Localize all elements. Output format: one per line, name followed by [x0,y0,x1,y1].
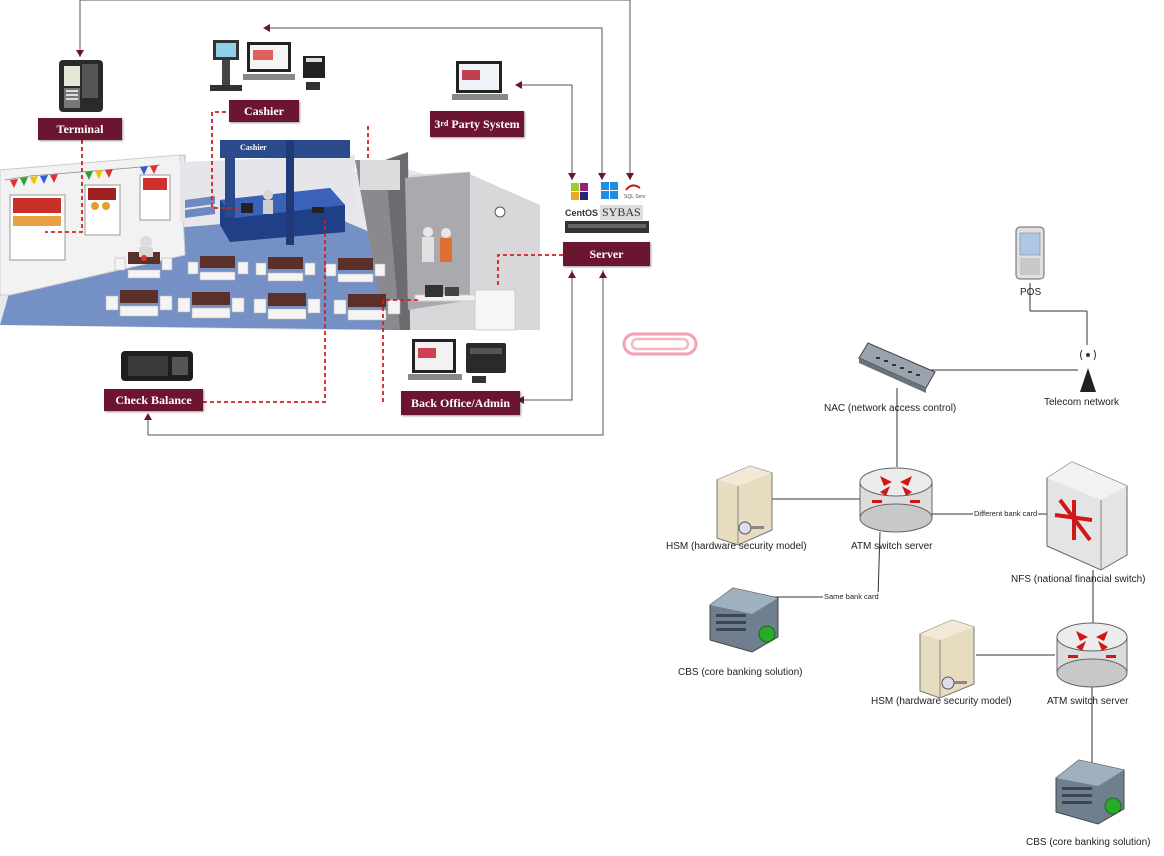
sqlserver-logo-text: SQL Serv [624,194,646,200]
third-party-text: Party System [451,116,520,131]
centos-logo-text: CentOS [565,208,599,218]
hsm-label-2: HSM (hardware security model) [871,696,1012,707]
third-party-number: 3 [434,116,441,131]
pos-device-icon [1015,226,1045,280]
back-office-admin-label: Back Office/Admin [401,391,520,415]
nfs-switch-icon [1046,461,1128,571]
sybase-logo-text: SYBAS [600,205,643,220]
atm-switch-router-icon [859,467,933,533]
cbs-server-icon [709,587,779,653]
check-balance-device-icon [121,351,193,381]
third-party-laptop-icon [452,61,508,100]
nac-label: NAC (network access control) [824,403,957,414]
atm-switch-router-icon-2 [1056,622,1128,688]
sqlserver-logo-icon [625,184,641,191]
pos-label: POS [1020,287,1042,298]
check-balance-label: Check Balance [104,389,203,411]
hsm-server-icon-2 [919,619,975,699]
terminal-label: Terminal [38,118,122,140]
hsm-server-icon [716,465,773,546]
windows-logo-icon [601,182,618,199]
cbs-label-2: CBS (core banking solution) [1026,837,1151,848]
paperclip-icon [622,332,698,356]
nfs-label: NFS (national financial switch) [1011,574,1146,585]
telecom-network-label: Telecom network [1044,397,1120,408]
cashier-pos-station-icon [210,40,325,91]
back-office-computer-icon [408,339,506,383]
counter-sign: Cashier [240,143,267,152]
nac-switch-icon [858,342,936,393]
bunting-flags [10,165,158,188]
cbs-label: CBS (core banking solution) [678,667,803,678]
different-bank-card-label: Different bank card [973,509,1039,518]
centos-logo-icon [571,183,588,200]
server-rack-icon [565,182,649,233]
telecom-antenna-icon [1080,349,1096,392]
same-bank-card-label: Same bank card [823,592,880,601]
atm-switch-server-label: ATM switch server [851,541,933,552]
hsm-label: HSM (hardware security model) [666,541,807,552]
server-label: Server [563,242,650,266]
dining-tables [105,236,401,321]
terminal-device-icon [59,60,103,112]
cashier-label: Cashier [229,100,299,122]
atm-switch-server-label-2: ATM switch server [1047,696,1129,707]
cbs-server-icon-2 [1055,759,1125,825]
